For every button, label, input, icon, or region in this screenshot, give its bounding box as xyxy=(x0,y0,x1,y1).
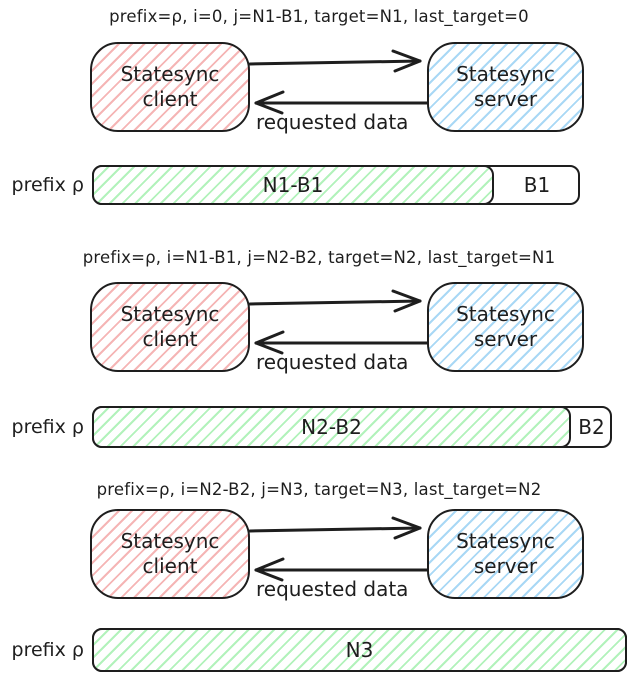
round-params-header: prefix=ρ, i=0, j=N1-B1, target=N1, last_… xyxy=(109,7,529,26)
prefix-label: prefix ρ xyxy=(11,174,84,196)
statesync-server-box: Statesync server xyxy=(427,282,584,372)
request-arrow-right-icon xyxy=(248,49,422,73)
statesync-server-label: Statesync server xyxy=(456,62,555,111)
response-arrow-left-icon xyxy=(254,330,429,355)
request-arrow-right-icon xyxy=(248,516,422,540)
statesync-server-box: Statesync server xyxy=(427,509,584,599)
statesync-client-label: Statesync client xyxy=(120,302,220,351)
prefix-label: prefix ρ xyxy=(11,416,84,438)
request-response-arrows xyxy=(248,516,429,582)
bar-synced-region: N3 xyxy=(92,628,627,672)
pending-range-label: B2 xyxy=(578,415,605,439)
statesync-client-label: Statesync client xyxy=(120,529,220,578)
request-response-arrows xyxy=(248,49,429,115)
request-arrow-right-icon xyxy=(248,289,422,313)
statesync-server-box: Statesync server xyxy=(427,42,584,132)
request-response-arrows xyxy=(248,289,429,355)
round-params-header: prefix=ρ, i=N2-B2, j=N3, target=N3, last… xyxy=(96,480,542,499)
pending-range-label: B1 xyxy=(523,173,551,197)
state-progress-bar: N1-B1 B1 xyxy=(92,165,580,205)
state-progress-bar: N3 xyxy=(92,628,627,672)
requested-data-label: requested data xyxy=(256,577,409,601)
state-progress-bar: N2-B2 B2 xyxy=(92,406,612,448)
synced-range-label: N3 xyxy=(345,638,374,662)
statesync-client-label: Statesync client xyxy=(120,62,220,111)
requested-data-label: requested data xyxy=(256,350,409,374)
bar-synced-region: N1-B1 xyxy=(92,165,494,205)
statesync-client-box: Statesync client xyxy=(90,282,250,372)
round-params-header: prefix=ρ, i=N1-B1, j=N2-B2, target=N2, l… xyxy=(82,248,556,267)
statesync-server-label: Statesync server xyxy=(456,302,555,351)
statesync-client-box: Statesync client xyxy=(90,42,250,132)
synced-range-label: N2-B2 xyxy=(301,415,362,439)
synced-range-label: N1-B1 xyxy=(262,173,324,197)
statesync-client-box: Statesync client xyxy=(90,509,250,599)
statesync-server-label: Statesync server xyxy=(456,529,555,578)
bar-synced-region: N2-B2 xyxy=(92,406,571,448)
prefix-label: prefix ρ xyxy=(11,639,84,661)
response-arrow-left-icon xyxy=(254,557,429,582)
response-arrow-left-icon xyxy=(254,90,429,115)
requested-data-label: requested data xyxy=(256,110,409,134)
